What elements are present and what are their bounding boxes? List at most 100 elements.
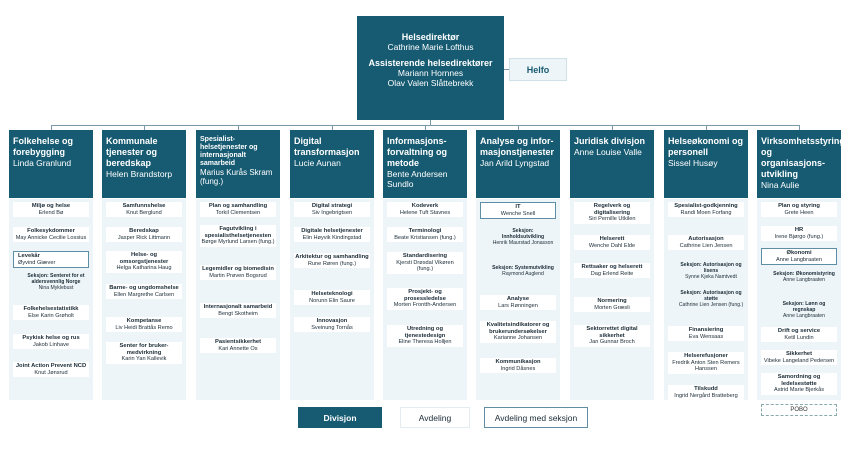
division-name: Informasjons-forvaltning og metode <box>387 136 447 168</box>
unit-name: Pasientsikkerhet <box>214 339 262 345</box>
helfo-box: Helfo <box>509 58 567 81</box>
division-spesialisthelse: Spesialist-helsetjenester og internasjon… <box>196 130 280 198</box>
unit-name: Drift og service <box>777 328 821 334</box>
unit-leader: Anne Langbraaten <box>775 256 823 263</box>
unit-leader: Bengt Skotheim <box>218 310 258 317</box>
unit-name: Levekår <box>18 253 40 259</box>
connector-div-7 <box>612 125 613 130</box>
connector-div-5 <box>425 125 426 130</box>
unit-name: HR <box>794 227 804 233</box>
section-leader: Henrik Maurstad Jonasson <box>492 240 554 246</box>
unit-name: Terminologi <box>408 228 442 234</box>
division-leader: Marius Kurås Skram (fung.) <box>200 168 273 186</box>
unit-name: Helseteknologi <box>311 291 353 297</box>
unit-name: Barne- og ungdomshelse <box>109 285 179 291</box>
unit-leader: Kjersti Drøsdal Vikøren (fung.) <box>396 259 454 273</box>
unit-leader: Cathrine Lien Jensen <box>679 242 733 249</box>
unit-name: Beredskap <box>129 228 159 234</box>
section-name: Seksjon: Økonomistyring <box>773 271 835 277</box>
unit-leader: Astrid Marie Bjerkås <box>773 387 825 394</box>
unit-leader: Knut Jønsrud <box>34 369 68 376</box>
unit-name: Arkitektur og samhandling <box>295 254 369 260</box>
unit-name: Prosjekt- og prosessledelse <box>404 289 446 302</box>
unit-name: Legemidler og biomedisin <box>202 266 274 272</box>
unit-leader: Lars Rønningen <box>498 302 538 309</box>
unit-leader: Karin Yan Kallevik <box>121 356 167 363</box>
unit-leader: Randi Moen Forfang <box>680 209 732 216</box>
unit-leader: Rune Røren (fung.) <box>307 260 357 267</box>
connector-div-2 <box>144 125 145 130</box>
section-name: Seksjon: Autorisasjon og lisens <box>680 262 742 274</box>
unit-name: Psykisk helse og rus <box>22 335 80 341</box>
unit-name: Samfunnshelse <box>122 203 166 209</box>
unit-leader: Siri Pernille Utkilen <box>588 216 636 223</box>
legend-department: Avdeling <box>400 407 470 428</box>
unit-name: Tilskudd <box>694 386 718 392</box>
director-title: Helsedirektør <box>401 32 460 42</box>
unit-name: Kodeverk <box>411 203 439 209</box>
unit-leader: Vibeke Langeland Pedersen <box>763 357 835 364</box>
unit-leader: Ingrid Nergård Bratteberg <box>674 392 738 399</box>
unit-name: Kommunikasjon <box>495 359 541 365</box>
unit-leader: May Annicke Cecilie Lossius <box>15 234 87 241</box>
unit-name: Helserett <box>599 236 625 242</box>
unit-name: Innovasjon <box>316 318 348 324</box>
unit-leader: Jakob Linhave <box>32 341 70 348</box>
unit-leader: Helga Katharina Haug <box>116 265 172 272</box>
division-name: Digital transformasjon <box>294 136 360 157</box>
unit-name: Senter for bruker-medvirkning <box>119 343 169 356</box>
division-folkehelse: Folkehelse og forebygging Linda Granlund <box>9 130 93 198</box>
division-digital: Digital transformasjon Lucie Aunan <box>290 130 374 198</box>
division-leader: Nina Aulie <box>761 180 800 190</box>
unit-name: Finansiering <box>688 327 724 333</box>
connector-div-4 <box>332 125 333 130</box>
unit-leader: Ketil Lundin <box>784 334 814 341</box>
unit-name: Kvalitetsindikatorer og brukerundersøkel… <box>486 322 550 335</box>
unit-name: Sektorrettet digital sikkerhet <box>586 326 638 339</box>
unit: Kvalitetsindikatorer og brukerundersøkel… <box>480 321 556 343</box>
unit-name: Standardisering <box>402 253 448 259</box>
connector-div-8 <box>706 125 707 130</box>
section: Seksjon: Senteret for et aldersvennlig N… <box>23 273 89 291</box>
unit-name: Autorisasjon <box>688 236 724 242</box>
unit-leader: Jasper Rick Littmann <box>117 234 171 241</box>
unit-name: Helse- og omsorgstjenester <box>119 252 169 265</box>
unit-name: Folkehelsestatistikk <box>23 306 79 312</box>
unit-leader: Knut Berglund <box>126 209 162 216</box>
division-leader: Linda Granlund <box>13 158 72 168</box>
unit-leader: Helene Tuft Stavnes <box>399 209 451 216</box>
unit-name: Normering <box>597 298 627 304</box>
unit-leader: Karianne Johansen <box>493 335 543 342</box>
unit-name: Internasjonalt samarbeid <box>203 304 273 310</box>
division-name: Helseøkonomi og personell <box>668 136 744 157</box>
